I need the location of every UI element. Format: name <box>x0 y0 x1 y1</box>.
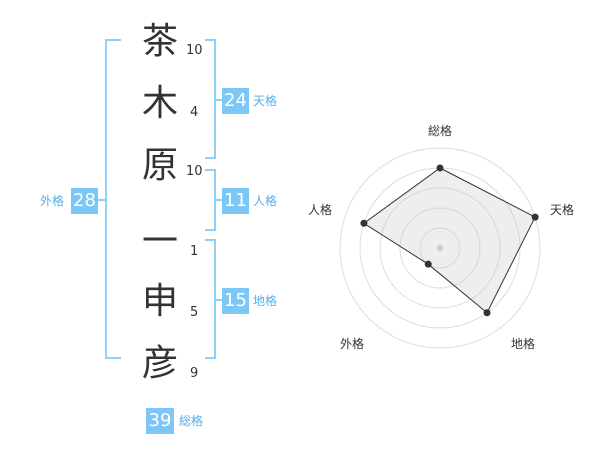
jin-kaku-label: 人格 <box>253 194 278 208</box>
radar-axis-label-ten: 天格 <box>550 203 575 217</box>
stroke-count-3: 10 <box>186 164 203 179</box>
ten-kaku-label: 天格 <box>253 94 278 108</box>
name-char-5: 申 <box>141 281 178 322</box>
name-char-6: 彦 <box>141 343 178 384</box>
radar-point-0 <box>436 164 444 172</box>
radar-point-2 <box>483 309 491 317</box>
radar-ring-3 <box>379 187 501 309</box>
radar-axis-label-jin: 人格 <box>308 203 333 217</box>
jin-kaku-value: 11 <box>222 188 249 214</box>
stroke-count-6: 9 <box>190 366 199 381</box>
radar-point-1 <box>531 213 539 221</box>
stroke-count-1: 10 <box>186 43 203 58</box>
radar-axis-label-so: 総格 <box>428 124 453 138</box>
name-char-4: 一 <box>141 221 178 262</box>
radar-center-dot <box>437 245 443 251</box>
radar-axis-label-gai: 外格 <box>340 337 365 351</box>
radar-ring-2 <box>399 207 481 289</box>
radar-point-3 <box>424 260 432 268</box>
name-char-3: 原 <box>141 145 178 186</box>
stroke-count-4: 1 <box>190 244 199 259</box>
ten-kaku-value: 24 <box>222 88 249 114</box>
chi-kaku-label: 地格 <box>253 294 278 308</box>
radar-axis-label-chi: 地格 <box>511 337 536 351</box>
gai-kaku-value: 28 <box>71 188 98 214</box>
name-char-2: 木 <box>141 83 178 124</box>
radar-point-4 <box>360 219 368 227</box>
radar-polygon <box>363 167 536 314</box>
name-char-1: 茶 <box>141 21 178 62</box>
radar-ring-5 <box>339 147 541 349</box>
radar-ring-1 <box>419 227 461 269</box>
so-kaku-value: 39 <box>146 408 174 434</box>
chi-kaku-value: 15 <box>222 288 249 314</box>
stroke-count-2: 4 <box>190 105 199 120</box>
gai-kaku-label: 外格 <box>40 194 65 208</box>
so-kaku-label: 総格 <box>179 414 204 428</box>
stroke-count-5: 5 <box>190 305 199 320</box>
